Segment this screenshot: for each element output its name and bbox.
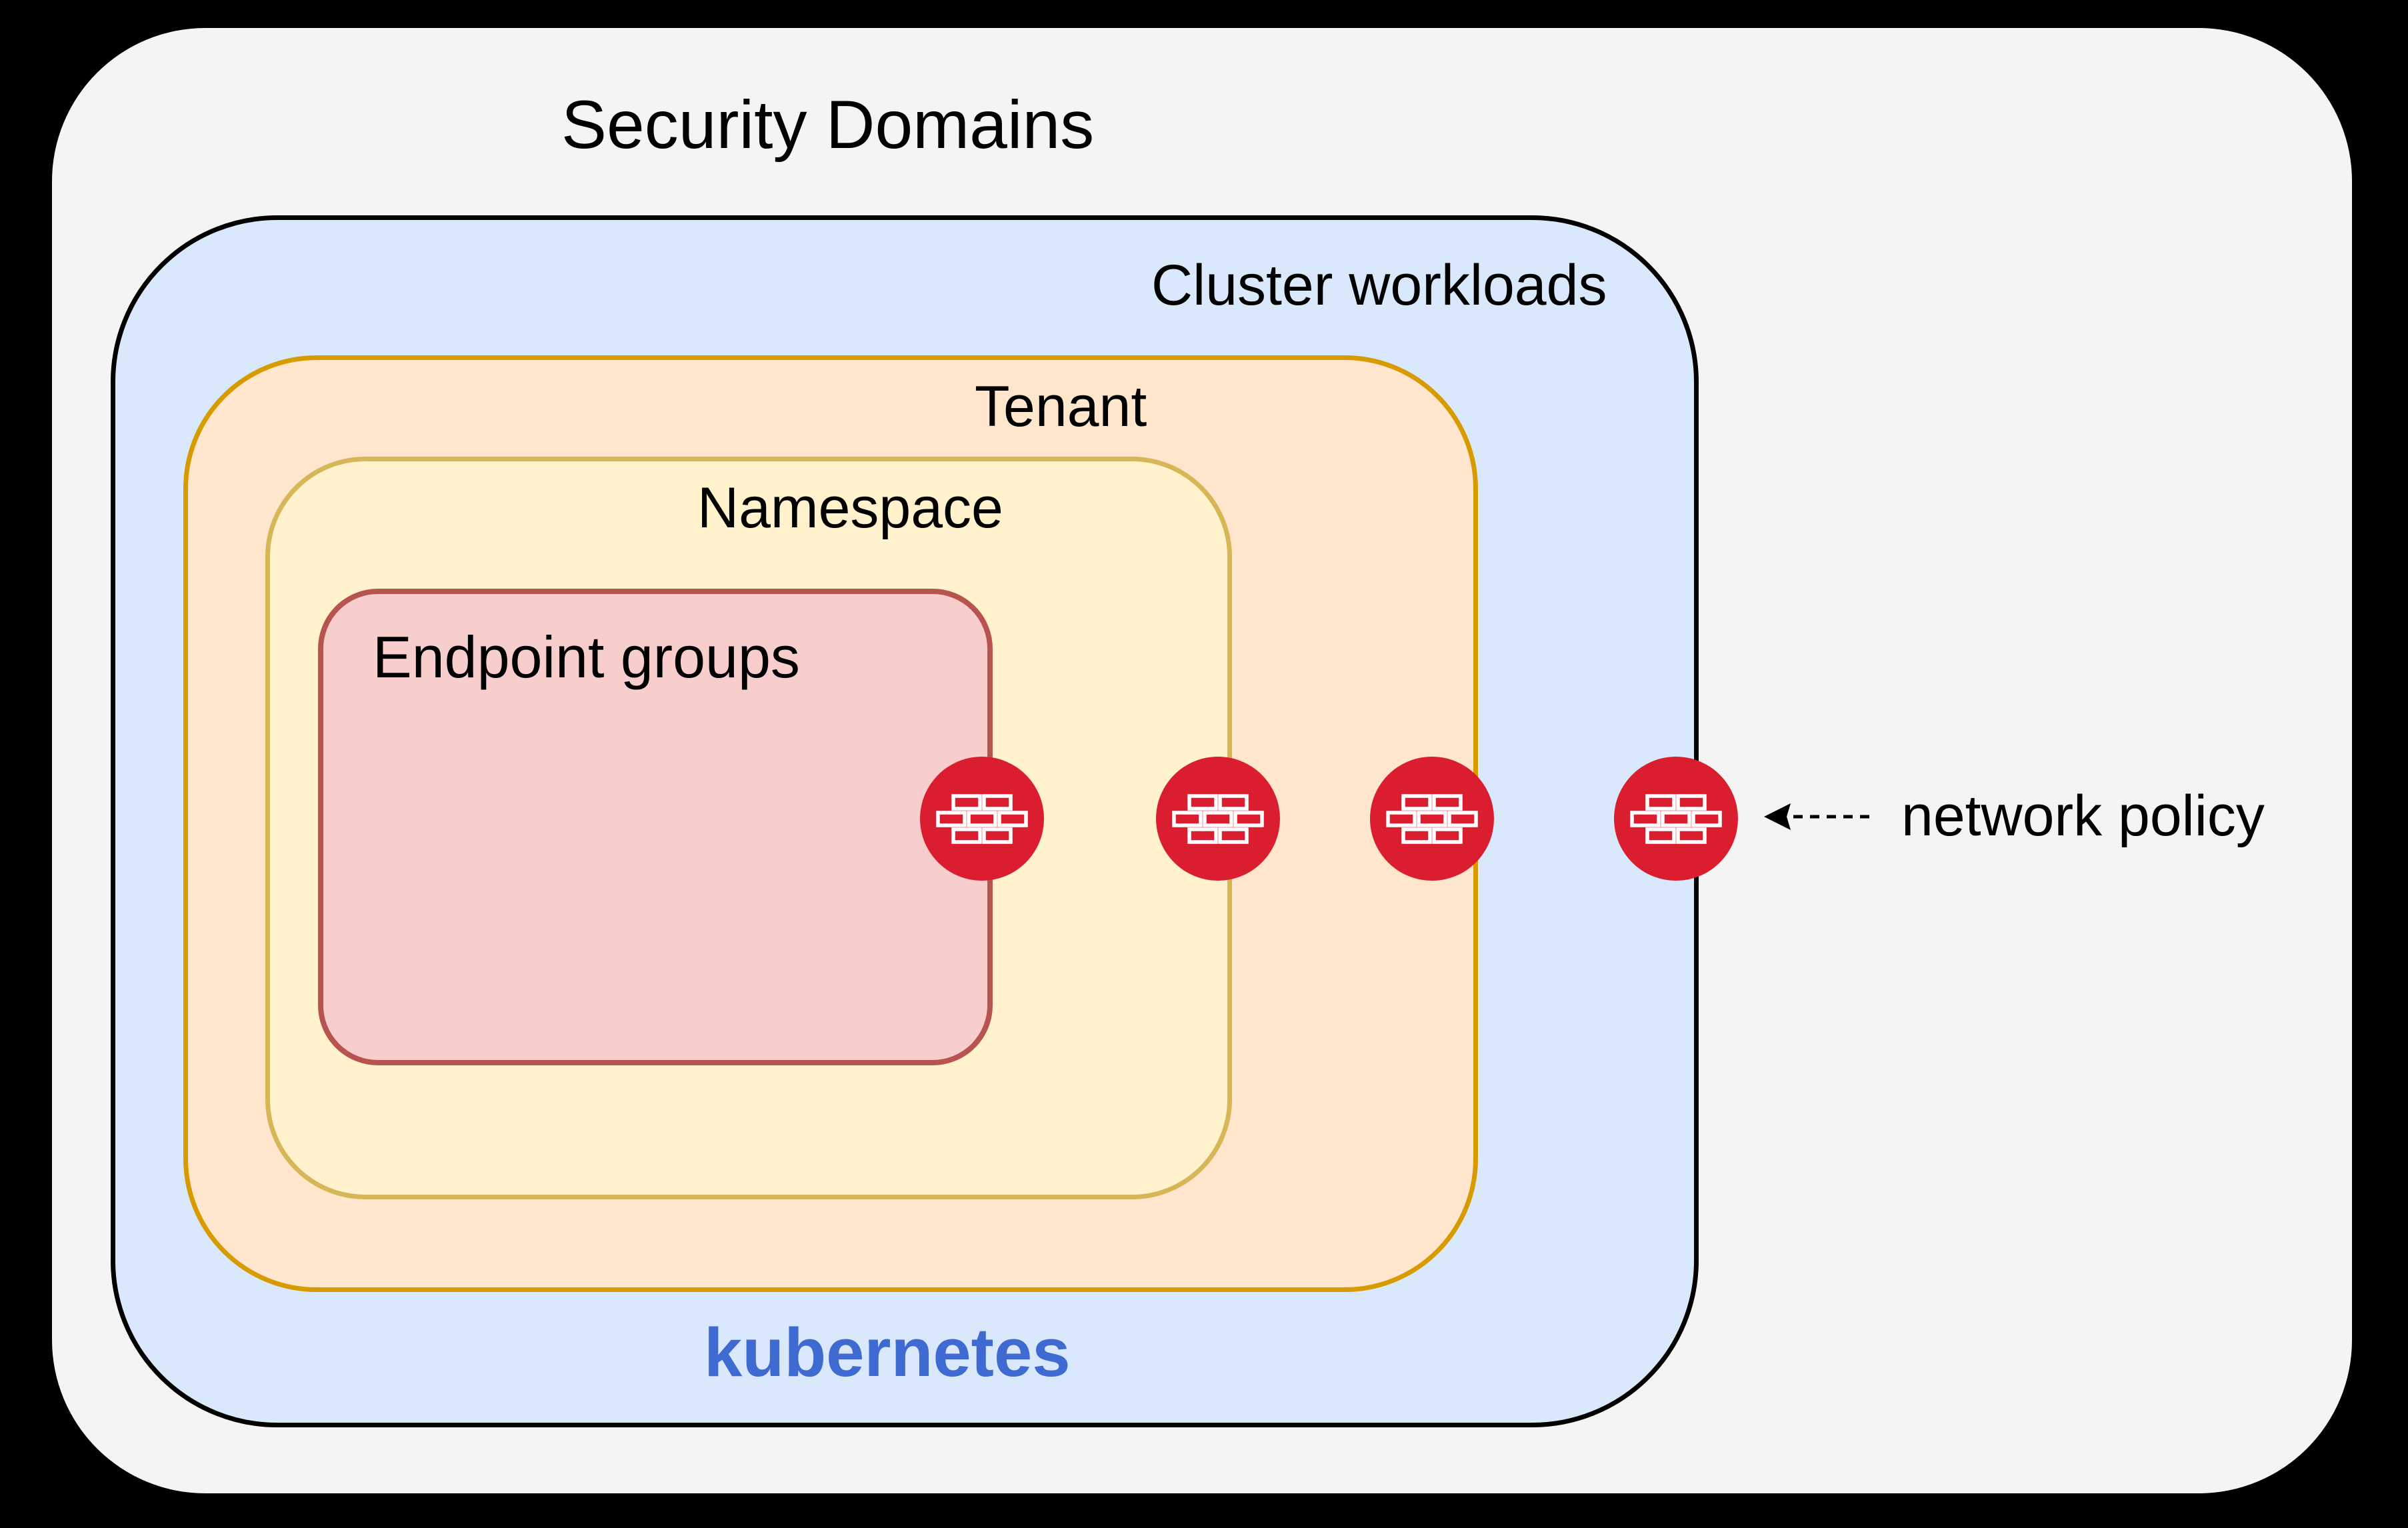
firewall-brick-wall-icon bbox=[1156, 757, 1280, 881]
endpoint-groups-box bbox=[318, 589, 993, 1065]
network-policy-arrow-icon bbox=[1764, 803, 1873, 830]
cluster-workloads-label: Cluster workloads bbox=[1151, 253, 1607, 317]
network-policy-label: network policy bbox=[1901, 784, 2265, 848]
tenant-label: Tenant bbox=[975, 375, 1147, 439]
firewall-brick-wall-icon bbox=[1614, 757, 1738, 881]
namespace-label: Namespace bbox=[697, 476, 1003, 540]
page-title: Security Domains bbox=[561, 87, 1095, 163]
firewall-brick-wall-icon bbox=[920, 757, 1044, 881]
kubernetes-label: kubernetes bbox=[704, 1314, 1071, 1391]
endpoint-groups-label: Endpoint groups bbox=[373, 624, 800, 690]
firewall-brick-wall-icon bbox=[1370, 757, 1494, 881]
